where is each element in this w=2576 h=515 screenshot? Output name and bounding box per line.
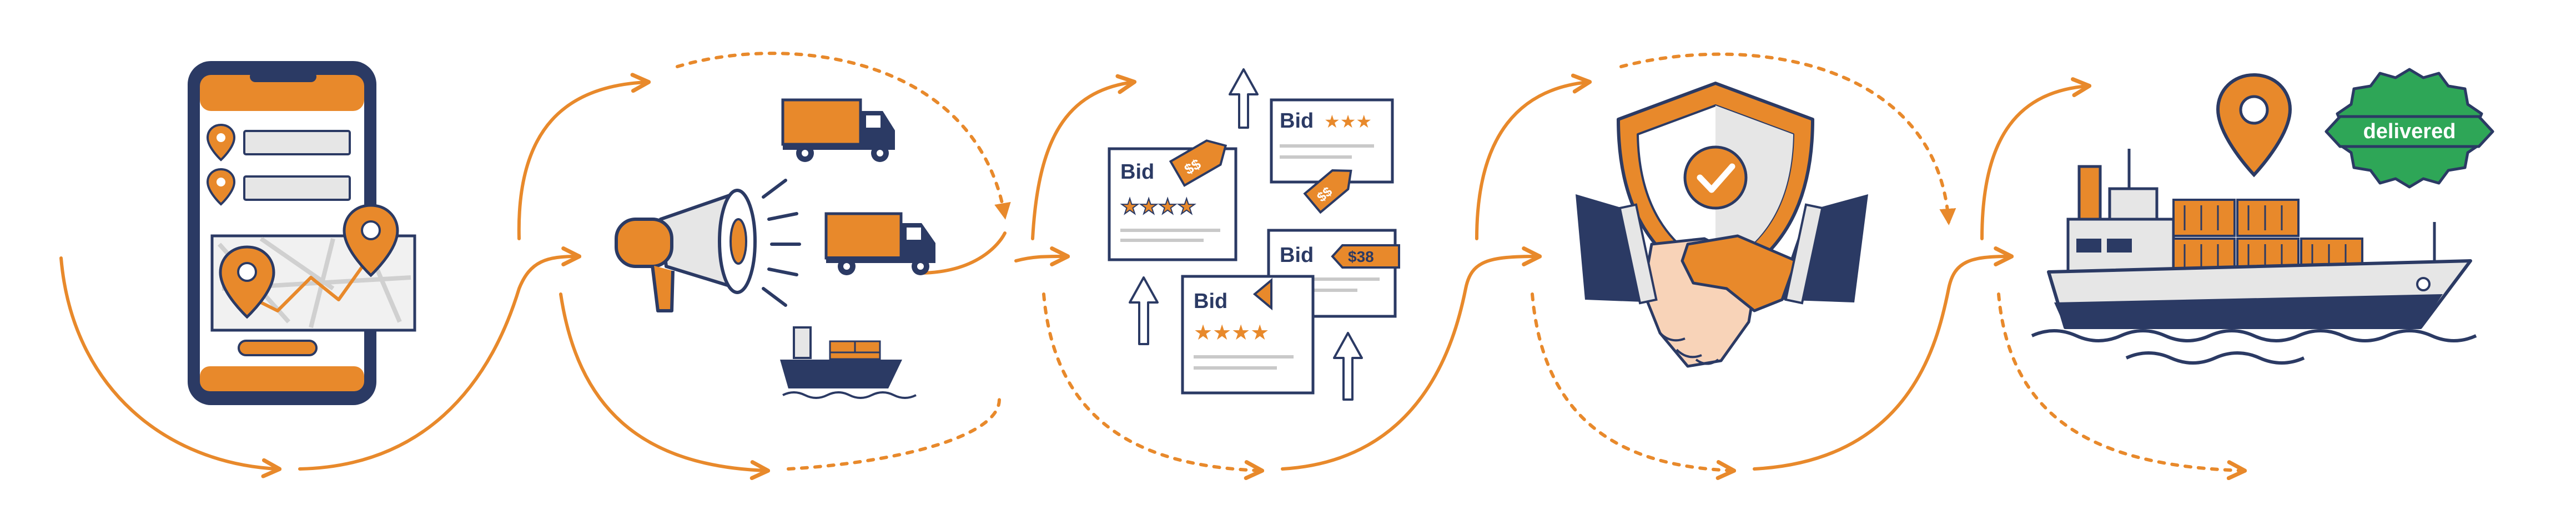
cargo-ship-icon	[2031, 149, 2477, 365]
step-broadcast	[615, 98, 935, 399]
flow-arrow-3-mid	[920, 231, 1066, 273]
flow-arrow-1-upper	[298, 246, 582, 471]
flow-arrow-4-lower	[1281, 246, 1542, 471]
location-pin-icon	[343, 204, 399, 277]
cargo-ship-icon	[780, 326, 917, 399]
truck-icon	[781, 98, 895, 162]
arrow-up-icon	[1129, 276, 1159, 345]
flow-arrows	[59, 52, 2247, 481]
handshake-icon	[1576, 194, 1868, 368]
bid-card-label: Bid	[1280, 109, 1314, 133]
delivered-badge-icon: delivered	[2325, 68, 2494, 189]
flow-arrow-2-bottom	[559, 292, 771, 481]
delivered-badge-text: delivered	[2363, 120, 2456, 143]
step-agreement	[1576, 82, 1868, 368]
flow-arrow-4-dotted-bottom	[1531, 292, 1737, 480]
step-delivery: delivered	[2031, 68, 2494, 365]
star-rating: ★★★	[1324, 111, 1372, 132]
flow-arrow-4-top	[1475, 73, 1592, 240]
flow-arrow-5-lower	[1753, 246, 2014, 471]
bid-card-label: Bid	[1120, 160, 1154, 184]
flow-arrow-4-dotted-top	[1619, 52, 1956, 225]
broadcast-waves	[762, 179, 801, 307]
truck-icon	[824, 212, 935, 275]
bid-card-label: Bid	[1280, 244, 1314, 267]
flow-arrow-3-top	[1031, 74, 1137, 240]
location-pin-icon	[219, 245, 275, 319]
price-tag-label: $38	[1348, 248, 1374, 265]
price-tag-icon: $38	[1331, 244, 1400, 269]
flow-arrow-2-dotted-top	[676, 52, 1011, 220]
shield-check-icon	[1617, 82, 1814, 290]
bid-card-icon: Bid ★★★★	[1181, 275, 1315, 395]
price-tag-icon: $$	[1303, 169, 1352, 214]
bid-card-label: Bid	[1194, 290, 1227, 313]
step-bidding: Bid ★★★★ $$ Bid ★★★ $$ Bid	[1108, 68, 1400, 401]
flow-arrow-5-top	[1980, 77, 2092, 240]
step-request	[188, 61, 416, 405]
arrow-up-icon	[1229, 68, 1259, 129]
location-pin-icon	[206, 168, 236, 206]
location-pin-icon	[2216, 73, 2292, 178]
svg-text:★★★★: ★★★★	[1120, 194, 1196, 219]
location-pin-icon	[206, 123, 236, 161]
price-tag-icon: $$	[1169, 139, 1227, 187]
flow-arrow-1-lower	[59, 256, 282, 478]
flow-arrow-2-top	[517, 73, 651, 240]
star-rating: ★★★★	[1194, 320, 1269, 345]
flow-arrow-2-dotted-bottom	[787, 398, 1001, 471]
tag-corner	[1252, 277, 1272, 311]
star-rating: ★★★★	[1120, 194, 1196, 219]
arrow-up-icon	[1333, 332, 1363, 401]
flow-arrow-5-dotted-bottom	[1997, 292, 2247, 481]
megaphone-icon	[615, 189, 757, 312]
